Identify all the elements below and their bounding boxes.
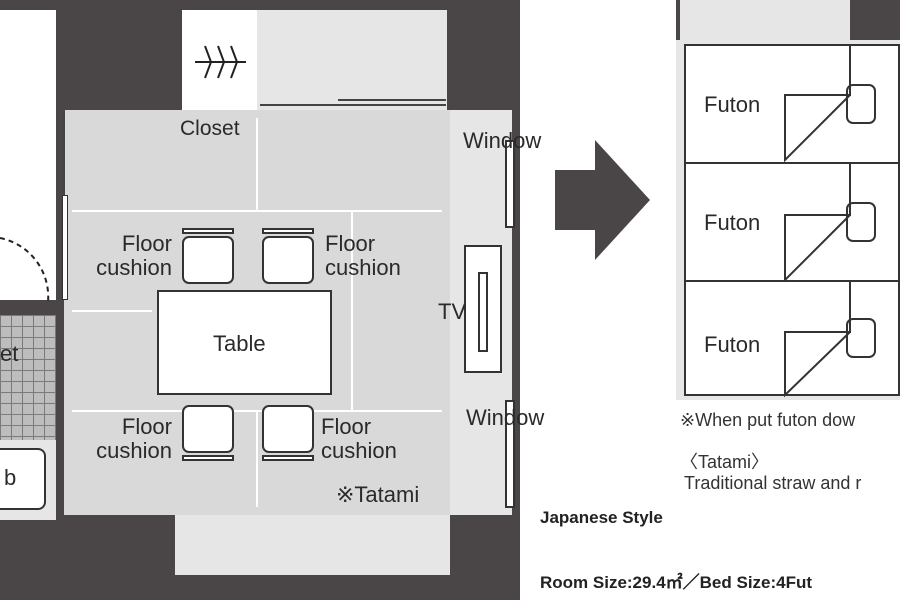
closet-shelf-area [257,10,447,110]
window-bottom-label: Window [466,405,545,430]
closet-label: Closet [180,117,240,140]
arrow-right-icon [555,140,650,260]
tatami-description: Traditional straw and r [684,473,862,493]
table-label: Table [213,331,266,356]
futon-label: Futon [704,92,761,117]
cushion-label-tr: Floor cushion [325,231,401,280]
room-style: Japanese Style [540,508,663,527]
cushion-backrest [262,228,314,234]
tatami-heading: 〈Tatami〉 [680,452,770,472]
window-top-label: Window [463,128,542,153]
toilet-tile-area [0,315,56,440]
hanger-icon [195,45,246,79]
window-bottom-frame [505,400,515,508]
tv-label: TV [438,299,467,324]
window-top-frame [505,140,515,228]
futon-label: Futon [704,332,761,357]
table [157,290,332,395]
futon-fold-lines [784,46,851,398]
tv-screen [478,272,488,352]
cushion-label-br: Floor cushion [321,414,397,463]
cushion-label-bl: Floor cushion [96,414,172,463]
bathtub [0,448,46,510]
pillow-icon [846,202,876,242]
cushion-backrest [262,455,314,461]
futon-label: Futon [704,210,761,235]
floor-cushion [262,405,314,453]
door-swing-arc [0,237,50,303]
toilet-partial-label: et [0,341,19,366]
closet-area [182,10,257,110]
futon-note: ※When put futon dow [680,410,856,430]
plan-overlay [0,45,446,303]
floor-cushion [182,405,234,453]
futon-top-strip [680,0,850,40]
room-size-line: Room Size:29.4㎡／Bed Size:4Fut [540,573,813,592]
cushion-label-tl: Floor cushion [96,231,172,280]
cushion-backrest [182,228,234,234]
tatami-seams [64,110,450,515]
door-leaf [62,195,68,300]
floor-cushion [182,236,234,284]
futon-row-1: Futon [684,44,900,164]
cushion-backrest [182,455,234,461]
tatami-label: ※Tatami [336,482,420,507]
floor-cushion [262,236,314,284]
futon-row-2: Futon [684,162,900,282]
bath-partial-label: b [4,465,17,490]
futon-row-3: Futon [684,280,900,396]
entry-area [175,515,450,575]
